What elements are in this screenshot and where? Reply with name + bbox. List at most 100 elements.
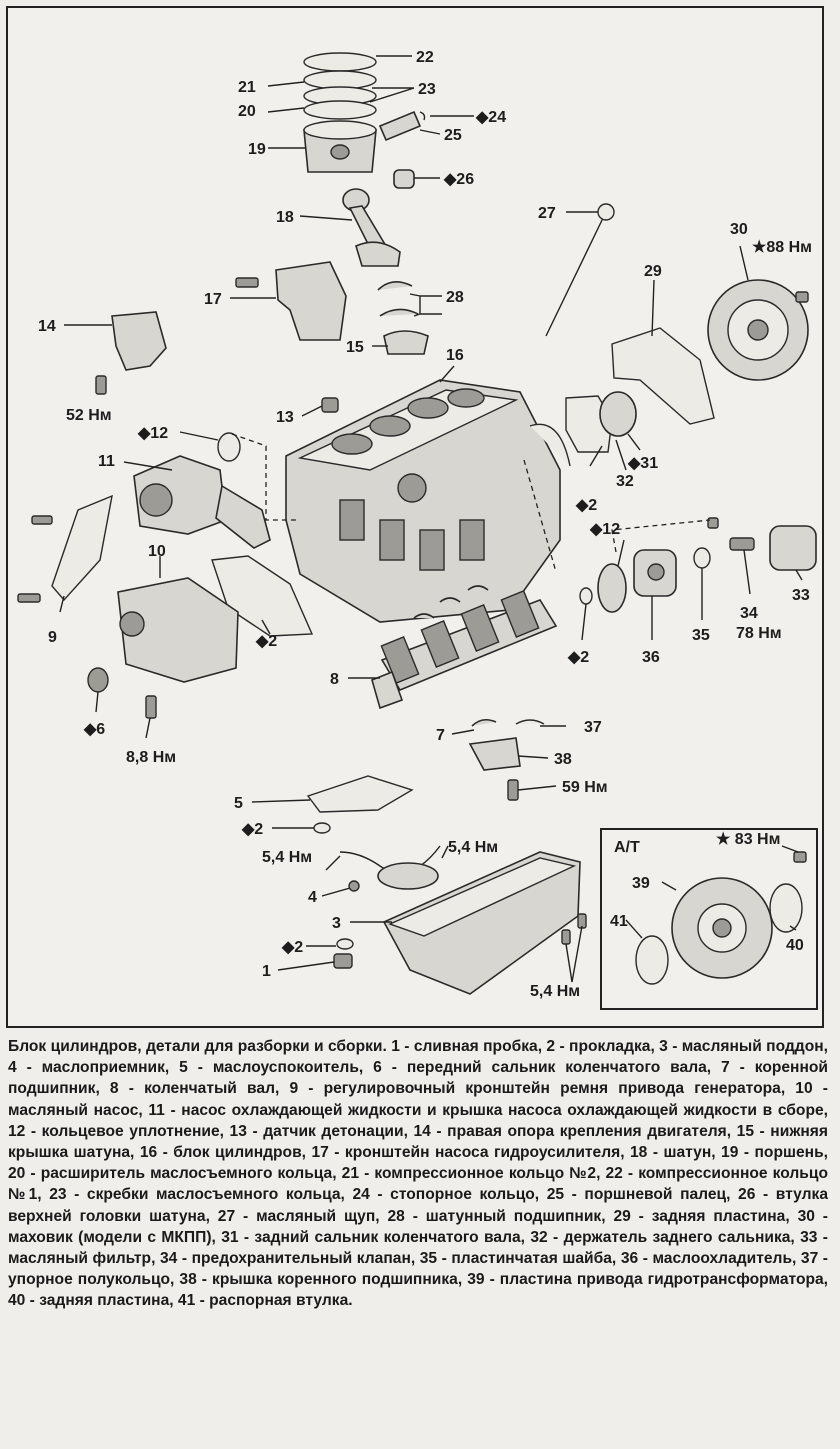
- rod-bearing-lower: [379, 308, 419, 317]
- torque-8-8: 8,8 Нм: [126, 749, 176, 766]
- callout-28: 28: [446, 289, 464, 306]
- callout-7: 7: [436, 727, 445, 744]
- torque-59: 59 Нм: [562, 779, 608, 796]
- torque-83: ★ 83 Нм: [716, 831, 780, 848]
- oil-pump-bolt: [145, 695, 157, 719]
- callout-22: 22: [416, 49, 434, 66]
- oil-baffle: [306, 775, 414, 813]
- piston-rings: [303, 52, 377, 120]
- callout-6: ◆6: [83, 721, 105, 738]
- rear-plate: [611, 327, 715, 425]
- small-end-bushing: [393, 169, 415, 189]
- front-crank-seal: [87, 667, 109, 693]
- torque-5-4-c: 5,4 Нм: [530, 983, 580, 1000]
- torque-5-4-b: 5,4 Нм: [262, 849, 312, 866]
- torque-78: 78 Нм: [736, 625, 782, 642]
- callout-32: 32: [616, 473, 634, 490]
- callout-38: 38: [554, 751, 572, 768]
- thrust-washer: [515, 719, 545, 725]
- callout-14: 14: [38, 318, 56, 335]
- callout-40: 40: [786, 937, 804, 954]
- oil-cooler-o-ring: [597, 563, 627, 613]
- engine-block-exploded-view: 22 21 23 20 ◆24 25 19 ◆26 18 27 30 ★88 Н…: [17, 49, 817, 1000]
- knock-sensor: [321, 397, 339, 413]
- callout-2-rear: ◆2: [575, 497, 597, 514]
- callout-labels: 22 21 23 20 ◆24 25 19 ◆26 18 27 30 ★88 Н…: [38, 49, 812, 1000]
- relief-valve: [707, 517, 755, 551]
- rear-seal-gasket: [529, 423, 571, 467]
- callout-8: 8: [330, 671, 339, 688]
- flywheel: [707, 279, 809, 381]
- figure-caption: Блок цилиндров, детали для разборки и сб…: [8, 1038, 828, 1310]
- drive-plate: [671, 877, 773, 979]
- callout-19: 19: [248, 141, 266, 158]
- dashed-guides: [231, 433, 711, 573]
- callout-30: 30: [730, 221, 748, 238]
- main-bearing-cap: [468, 737, 521, 771]
- callout-18: 18: [276, 209, 294, 226]
- rear-crank-seal: [599, 391, 637, 437]
- callout-27: 27: [538, 205, 556, 222]
- callout-2-pump: ◆2: [255, 633, 277, 650]
- callout-17: 17: [204, 291, 222, 308]
- callout-29: 29: [644, 263, 662, 280]
- o-ring-left: [217, 432, 241, 462]
- drain-plug-gasket: [336, 938, 354, 950]
- oil-strainer: [339, 845, 441, 892]
- callout-41: 41: [610, 913, 628, 930]
- leader-lines: [59, 55, 803, 983]
- cooler-gasket: [579, 587, 593, 605]
- oil-pump: [117, 577, 239, 683]
- callout-34: 34: [740, 605, 758, 622]
- callout-33: 33: [792, 587, 810, 604]
- spacer: [635, 935, 669, 985]
- automatic-transmission-inset: [600, 828, 818, 1010]
- callout-21: 21: [238, 79, 256, 96]
- piston-pin: [378, 110, 426, 142]
- callout-15: 15: [346, 339, 364, 356]
- alternator-bracket: [17, 494, 113, 603]
- callout-31: ◆31: [627, 455, 658, 472]
- callout-11: 11: [98, 453, 115, 470]
- callout-3: 3: [332, 915, 341, 932]
- pan-bolt: [561, 929, 571, 945]
- callout-39: 39: [632, 875, 650, 892]
- drain-plug: [333, 953, 353, 969]
- main-cap-bolt: [507, 779, 519, 801]
- pan-nut: [577, 913, 587, 929]
- plate-washer: [693, 547, 711, 569]
- callout-5: 5: [234, 795, 243, 812]
- callout-37: 37: [584, 719, 602, 736]
- callout-1: 1: [262, 963, 271, 980]
- callout-12-left: ◆12: [137, 425, 168, 442]
- callout-16: 16: [446, 347, 464, 364]
- callout-36: 36: [642, 649, 660, 666]
- oil-filter: [769, 525, 817, 571]
- at-rear-plate: [769, 883, 803, 933]
- main-bearing: [471, 718, 497, 727]
- callout-13: 13: [276, 409, 294, 426]
- torque-5-4-a: 5,4 Нм: [448, 839, 498, 856]
- callout-4: 4: [308, 889, 317, 906]
- piston: [303, 120, 377, 173]
- torque-52: 52 Нм: [66, 407, 112, 424]
- callout-35: 35: [692, 627, 710, 644]
- torque-88: ★88 Нм: [752, 239, 812, 256]
- callout-24: ◆24: [475, 109, 506, 126]
- at-label: А/Т: [614, 839, 640, 856]
- crankshaft: [371, 590, 558, 710]
- engine-mount: [95, 311, 167, 395]
- callout-2-plug: ◆2: [281, 939, 303, 956]
- callout-20: 20: [238, 103, 256, 120]
- callout-25: 25: [444, 127, 462, 144]
- callout-10: 10: [148, 543, 166, 560]
- callout-2-cooler: ◆2: [567, 649, 589, 666]
- dipstick: [545, 203, 615, 337]
- callout-23: 23: [418, 81, 436, 98]
- callout-2-baffle: ◆2: [241, 821, 263, 838]
- main-bearings: [413, 585, 489, 619]
- cylinder-block: [285, 379, 561, 623]
- connecting-rod: [342, 188, 401, 267]
- rod-bearing-upper: [377, 281, 413, 291]
- oil-cooler: [633, 549, 677, 597]
